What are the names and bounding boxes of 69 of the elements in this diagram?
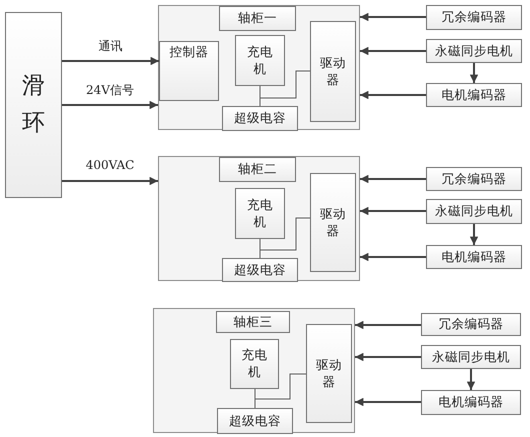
process-box	[235, 188, 285, 239]
component-box	[421, 345, 521, 369]
arrow	[355, 320, 421, 330]
arrow	[466, 369, 476, 390]
arrow	[62, 56, 159, 66]
node-label: 超级电容	[234, 110, 286, 127]
process-box	[219, 6, 296, 31]
arrow	[470, 63, 478, 83]
arrow	[360, 174, 426, 184]
node-label: 轴柜一	[238, 10, 277, 27]
component-box	[426, 199, 522, 224]
node-label: 永磁同步电机	[435, 42, 513, 60]
connector-line	[260, 218, 310, 250]
node-label: 充电机	[246, 44, 274, 78]
node-label: 冗余编码器	[442, 9, 506, 26]
process-box	[219, 157, 296, 182]
process-box	[216, 311, 290, 333]
node-label: 充电机	[241, 347, 268, 381]
node-label: 轴柜三	[234, 314, 272, 330]
process-box	[235, 35, 285, 86]
arrow	[360, 12, 426, 22]
node-label: 电机编码器	[438, 394, 504, 411]
component-box	[426, 167, 522, 191]
arrow	[360, 90, 426, 100]
node-label: 永磁同步电机	[432, 348, 510, 366]
edge-label: 400VAC	[84, 158, 136, 172]
process-box	[222, 258, 298, 282]
arrow	[470, 224, 478, 245]
arrow	[360, 46, 426, 56]
connector-line	[254, 374, 306, 400]
process-box	[230, 339, 279, 389]
node-label: 滑环	[22, 72, 45, 138]
process-box	[222, 106, 298, 131]
process-box	[310, 21, 356, 122]
arrow	[62, 176, 158, 186]
node-label: 充电机	[246, 196, 274, 230]
cabinet-panel	[158, 5, 360, 130]
cabinet-panel	[158, 156, 360, 281]
component-box	[426, 83, 522, 107]
node-label: 冗余编码器	[442, 170, 506, 188]
arrow	[360, 206, 426, 216]
node-label: 轴柜二	[238, 161, 277, 178]
arrow	[355, 352, 421, 362]
node-label: 驱动器	[320, 54, 346, 88]
process-box	[310, 173, 356, 272]
component-box	[426, 245, 522, 269]
node-label: 驱动器	[320, 206, 346, 240]
process-box	[306, 324, 352, 423]
node-label: 电机编码器	[442, 86, 506, 104]
node-label: 控制器	[170, 44, 208, 61]
node-label: 超级电容	[234, 262, 286, 278]
node-label: 冗余编码器	[438, 316, 504, 333]
process-box	[217, 408, 293, 434]
edge-label: 24V信号	[84, 82, 136, 99]
node-label: 驱动器	[316, 356, 342, 390]
node-label: 永磁同步电机	[435, 203, 513, 220]
arrow	[62, 100, 158, 110]
process-box	[159, 41, 219, 101]
component-box	[421, 313, 521, 336]
arrow	[355, 398, 421, 406]
component-box	[426, 5, 522, 30]
arrow	[360, 252, 426, 262]
node-label: 电机编码器	[442, 248, 506, 266]
component-box	[421, 390, 521, 415]
component-box	[426, 39, 522, 63]
cabinet-panel	[153, 308, 355, 433]
connector-line	[260, 70, 310, 98]
node-label: 超级电容	[229, 412, 281, 430]
process-box	[5, 12, 62, 198]
